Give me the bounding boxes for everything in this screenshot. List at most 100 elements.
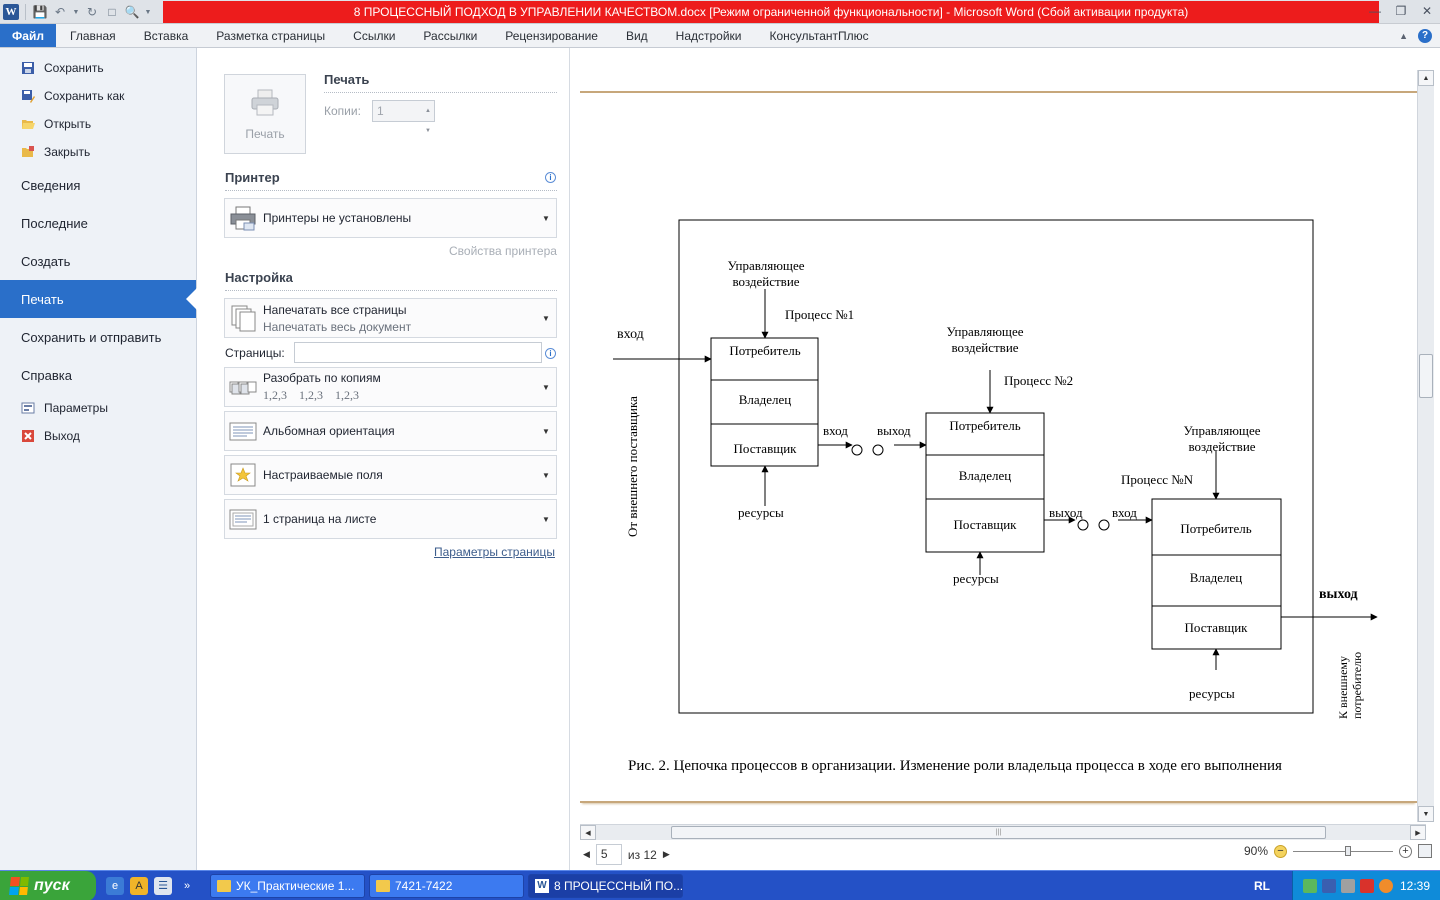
tab-insert[interactable]: Вставка [143,28,189,43]
close-icon[interactable]: ✕ [1421,4,1433,18]
print-range-select[interactable]: Напечатать все страницы Напечатать весь … [224,298,557,338]
update-icon[interactable] [1379,878,1393,893]
page-setup-link[interactable]: Параметры страницы [434,545,555,559]
task-folder-1[interactable]: УК_Практические 1... [210,873,365,898]
tab-home[interactable]: Главная [70,28,116,43]
pages-per-sheet-select[interactable]: 1 страница на листе ▼ [224,499,557,539]
control-2-label-2: воздействие [951,340,1018,355]
backstage-nav: Сохранить Сохранить как Открыть Закрыть … [0,48,197,870]
tab-consultant[interactable]: КонсультантПлюс [769,28,869,43]
start-button[interactable]: пуск [0,870,96,900]
nav-help[interactable]: Справка [21,367,72,383]
undo-icon[interactable]: ↶ [54,5,66,19]
customize-toolbar-icon[interactable]: ▼ [144,8,152,16]
next-page-icon[interactable]: ▶ [662,849,670,859]
spin-down-icon[interactable]: ▼ [425,128,431,134]
copies-stepper[interactable]: 1 ▲▼ [372,100,435,134]
page-number-input[interactable]: 5 [595,844,622,865]
p2-supplier: Поставщик [953,517,1017,532]
tab-file[interactable]: Файл [0,24,56,47]
notes-icon[interactable]: ☰ [154,876,172,895]
vertical-scrollbar[interactable]: ▲ ▼ [1417,70,1434,822]
margins-select[interactable]: Настраиваемые поля ▼ [224,455,557,495]
printer-select[interactable]: Принтеры не установлены ▼ [224,198,557,238]
new-document-icon[interactable]: □ [108,5,116,19]
zoom-in-icon[interactable]: + [1399,844,1412,858]
info-icon[interactable]: i [545,348,556,359]
horizontal-scrollbar[interactable]: ◀ ||| ▶ [580,824,1426,840]
scroll-right-icon[interactable]: ▶ [1410,825,1426,840]
language-indicator[interactable]: RL [1254,878,1270,893]
prev-page-icon[interactable]: ◀ [583,849,590,859]
print-button[interactable]: Печать [224,74,306,154]
zoom-page-icon[interactable] [1418,844,1432,858]
zoom-level[interactable]: 90% [1243,844,1268,858]
nav-save-as[interactable]: Сохранить как [0,82,196,110]
pn-consumer: Потребитель [1180,521,1251,536]
tab-review[interactable]: Рецензирование [505,28,598,43]
nav-save[interactable]: Сохранить [0,54,196,82]
nav-recent[interactable]: Последние [21,215,88,231]
chevron-down-icon: ▼ [542,213,550,223]
print-settings-panel: Печать Печать Копии: 1 ▲▼ Принтер i Прин… [197,48,570,870]
print-preview-icon[interactable]: 🔍 [124,5,140,19]
zoom-out-icon[interactable]: − [1274,844,1287,858]
scroll-left-icon[interactable]: ◀ [580,825,596,840]
print-heading: Печать [324,72,370,87]
nav-save-send[interactable]: Сохранить и отправить [21,329,162,345]
p2-resources: ресурсы [953,571,999,586]
more-chevron-icon[interactable]: » [183,879,191,892]
nav-print[interactable]: Печать [0,280,197,318]
chevron-up-icon[interactable]: ▲ [1399,30,1408,41]
nav-open[interactable]: Открыть [0,110,196,138]
printer-icon [251,89,279,116]
save-icon[interactable]: 💾 [32,5,48,19]
output-label: выход [1319,587,1358,602]
task-word[interactable]: W 8 ПРОЦЕССНЫЙ ПО... [528,873,683,898]
minimize-icon[interactable]: — [1369,4,1381,18]
nav-exit[interactable]: Выход [0,422,196,450]
scroll-up-icon[interactable]: ▲ [1418,70,1434,86]
word-logo-icon[interactable]: W [3,4,19,20]
scroll-thumb[interactable] [1419,354,1433,398]
pages-input[interactable] [294,342,542,363]
display-icon[interactable] [1322,878,1336,893]
tab-page-layout[interactable]: Разметка страницы [216,28,326,43]
copies-label: Копии: [324,104,361,118]
nav-close[interactable]: Закрыть [0,138,196,166]
scroll-down-icon[interactable]: ▼ [1418,806,1434,822]
antivirus-icon[interactable] [1341,878,1355,893]
redo-icon[interactable]: ↻ [86,5,98,19]
tab-view[interactable]: Вид [625,28,648,43]
zoom-slider[interactable] [1293,845,1393,856]
zoom-slider-thumb[interactable] [1345,845,1351,856]
chevron-down-icon[interactable]: ▼ [72,8,80,16]
printer-properties-link[interactable]: Свойства принтера [449,244,557,258]
restore-icon[interactable]: ❐ [1395,4,1407,18]
nav-new[interactable]: Создать [21,253,71,269]
process-2-label: Процесс №2 [1004,373,1073,388]
task-folder-2[interactable]: 7421-7422 [369,873,524,898]
chevron-down-icon: ▼ [542,382,550,392]
p2-consumer: Потребитель [949,418,1020,433]
network-icon[interactable] [1303,878,1317,893]
kaspersky-icon[interactable] [1360,878,1374,893]
tab-addins[interactable]: Надстройки [675,28,742,43]
nav-info[interactable]: Сведения [21,177,81,193]
avast-icon[interactable]: A [130,876,148,895]
p2-out-label: выход [1049,505,1083,520]
nav-options[interactable]: Параметры [0,394,196,422]
process-2-box [925,412,1045,553]
save-icon [20,60,36,76]
tab-references[interactable]: Ссылки [353,28,396,43]
tab-mailings[interactable]: Рассылки [423,28,478,43]
hscroll-thumb[interactable]: ||| [671,826,1326,839]
help-icon[interactable]: ? [1418,28,1432,43]
input-label: вход [617,327,644,342]
spin-up-icon[interactable]: ▲ [425,108,431,114]
collate-select[interactable]: Разобрать по копиям 1,2,3 1,2,3 1,2,3 ▼ [224,367,557,407]
ie-icon[interactable]: e [106,876,124,895]
folder-close-icon [20,144,36,160]
orientation-select[interactable]: Альбомная ориентация ▼ [224,411,557,451]
info-icon[interactable]: i [545,172,556,183]
